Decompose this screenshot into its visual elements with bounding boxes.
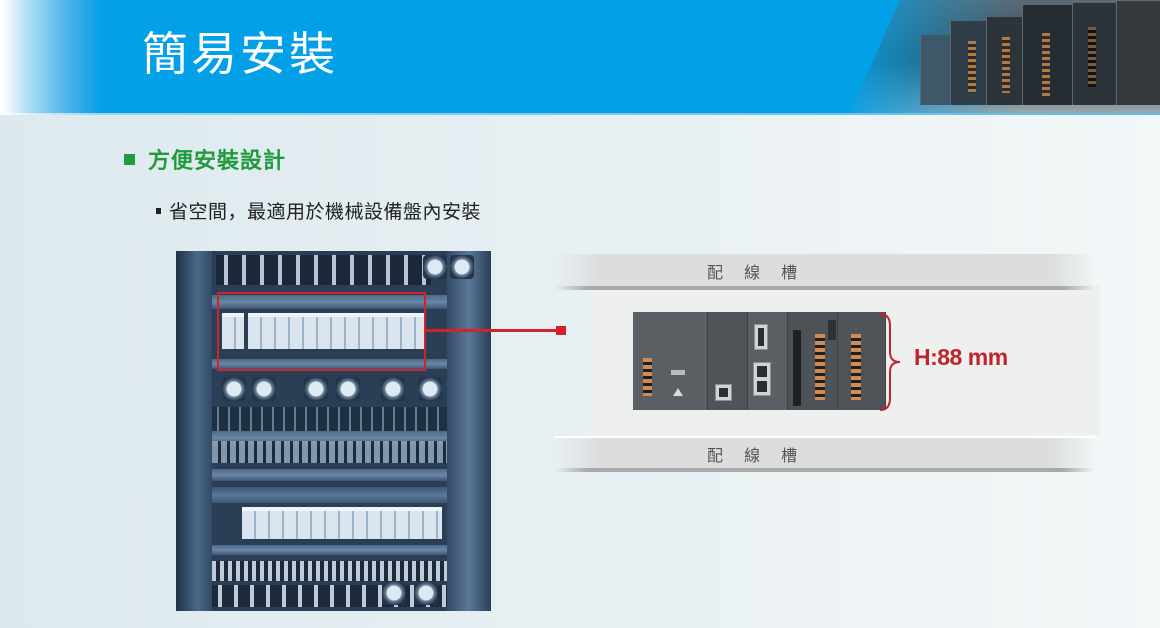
header-divider: [0, 113, 1160, 115]
green-square-bullet-icon: [124, 153, 135, 165]
plc-unit-photo: [633, 312, 886, 410]
sub-point-text: 省空間，最適用於機械設備盤內安裝: [169, 201, 482, 223]
section-heading: 方便安裝設計: [124, 143, 286, 175]
plc-modules-photo: [850, 0, 1160, 113]
duct-bottom-label: 配 線 槽: [707, 445, 806, 465]
page-title: 簡易安裝: [142, 27, 338, 81]
wiring-duct-bottom: 配 線 槽: [555, 436, 1095, 472]
control-cabinet-photo: [176, 251, 491, 611]
section-title: 方便安裝設計: [148, 149, 287, 174]
highlight-box: [217, 292, 426, 371]
small-square-bullet-icon: [156, 207, 161, 214]
header-stripe-decoration: [0, 0, 102, 113]
sub-point: 省空間，最適用於機械設備盤內安裝: [156, 197, 481, 224]
duct-top-label: 配 線 槽: [707, 262, 806, 282]
connector-end-marker: [556, 326, 566, 335]
dimension-label: H:88 mm: [914, 344, 1008, 370]
right-brace-icon: [879, 313, 901, 411]
wiring-duct-top: 配 線 槽: [555, 254, 1095, 290]
connector-line: [426, 329, 560, 332]
header-banner: 簡易安裝: [0, 0, 1160, 113]
